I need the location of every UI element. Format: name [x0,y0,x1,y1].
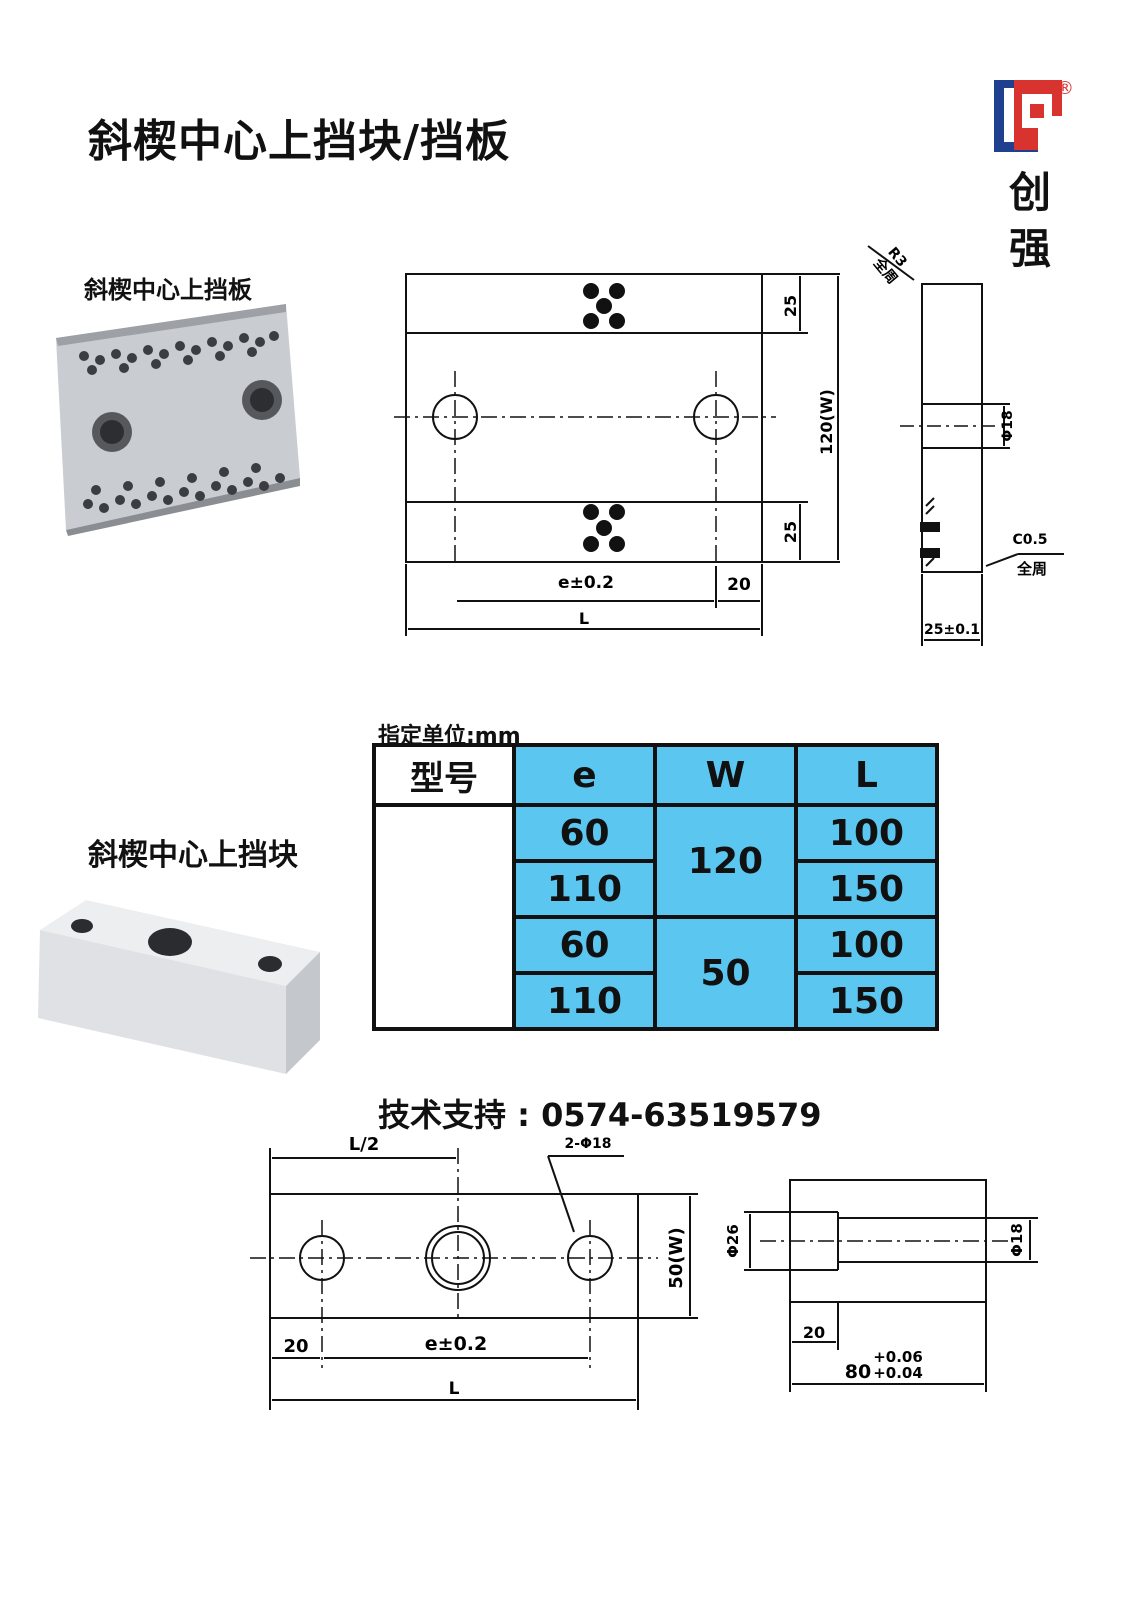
plate-photo-dots-top [79,331,279,375]
plate-label: 斜楔中心上挡板 [84,276,252,304]
page-title: 斜楔中心上挡块/挡板 [88,116,511,167]
plate-side-drawing: R3 全周 Φ18 C0.5 全周 25±0.1 [867,244,1064,646]
block-dim-e: e±0.2 [425,1333,487,1355]
header-e: e [512,743,657,807]
plate-dim-top-band: 25 [781,295,800,317]
cell-w: 50 [653,915,798,1031]
header-w: W [653,743,798,807]
support-line: 技术支持 : 0574-63519579 [378,1096,822,1134]
brand-logo [992,76,1076,162]
cell-e: 60 [512,803,657,863]
plate-dim-edge: 20 [727,575,751,595]
block-dim-hole: Φ18 [1008,1223,1026,1257]
block-photo [38,900,320,1074]
plate-dim-chamfer: C0.5 [1012,532,1047,548]
block-dim-counterbore: Φ26 [724,1224,742,1258]
table-header-row: 型号 e W L [372,743,939,807]
plate-photo [56,304,300,536]
plate-outline [405,273,763,563]
block-dim-depth: 80 [845,1361,871,1383]
cell-l: 150 [794,971,939,1031]
brand-name: 创 强 [1000,165,1060,277]
plate-dim-hole: Φ18 [1000,410,1016,441]
plate-dim-thickness: 25±0.1 [924,622,980,638]
plate-photo-dots-bottom [83,463,285,513]
table-row: 110 150 [374,859,939,919]
cell-e: 110 [512,859,657,919]
block-dim-tol-lower: +0.04 [873,1364,923,1382]
table-row: 110 150 [374,971,939,1031]
cell-e: 110 [512,971,657,1031]
block-dim-height: 50(W) [666,1227,687,1288]
plate-dim-e: e±0.2 [558,573,614,593]
brand-name-line2: 强 [1008,224,1051,273]
cell-l: 100 [794,915,939,975]
table-row: 60 120 100 [372,803,939,1031]
cell-w: 120 [653,803,798,919]
registered-mark: ® [1056,78,1074,99]
block-side-drawing: Φ26 Φ18 20 80 +0.06 +0.04 [724,1179,1038,1392]
block-dim-tol-upper: +0.06 [873,1348,923,1366]
plate-front-drawing: 25 25 120(W) e±0.2 20 L [394,273,840,636]
block-dim-edge: 20 [283,1336,308,1357]
block-dim-cb-depth: 20 [803,1323,825,1342]
model-cell [372,803,516,1031]
plate-dim-chamfer-note: 全周 [1016,560,1047,578]
cell-l: 150 [794,859,939,919]
brand-name-line1: 创 [1008,168,1051,217]
block-label: 斜楔中心上挡块 [88,838,298,873]
header-model: 型号 [372,743,516,807]
block-dim-holes: 2-Φ18 [565,1136,612,1152]
plate-dim-height: 120(W) [817,389,836,455]
cell-l: 100 [794,803,939,863]
plate-dim-length: L [579,609,589,628]
cell-e: 60 [512,915,657,975]
plate-dim-bottom-band: 25 [781,521,800,543]
spec-table: 型号 e W L 60 120 100 110 150 60 50 100 11… [372,743,939,1031]
block-front-drawing: L/2 2-Φ18 50(W) 20 e±0.2 L [250,1134,698,1410]
table-row: 60 50 100 [374,915,939,1031]
block-dim-half: L/2 [349,1134,380,1155]
block-dim-length: L [449,1379,460,1399]
header-l: L [794,743,939,807]
